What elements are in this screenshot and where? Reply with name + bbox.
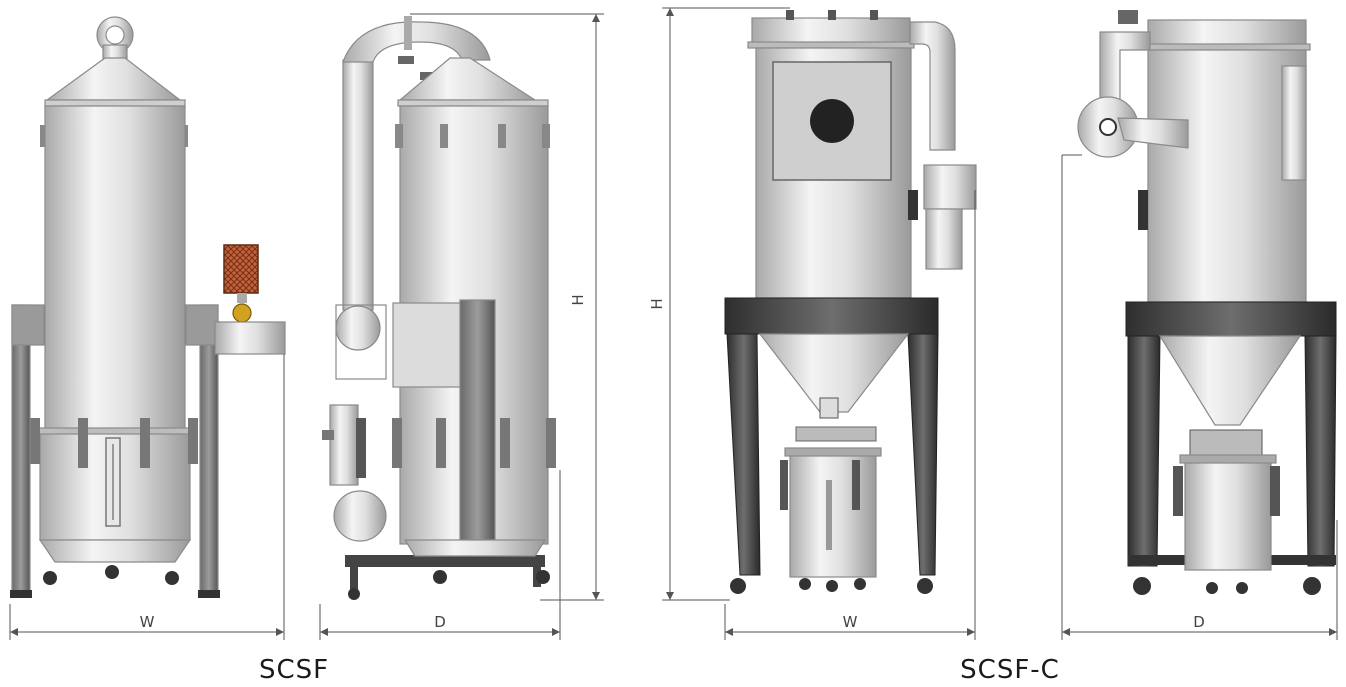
scsf-model-title: SCSF (259, 655, 329, 685)
scsf-c-depth-dimension: D (1061, 154, 1338, 640)
scsf-c-height-label: H (648, 298, 666, 309)
scsf-height-dimension: H (410, 13, 604, 601)
scsf-depth-dimension: D (319, 470, 561, 640)
scsf-c-model-title: SCSF-C (960, 655, 1060, 685)
scsf-c-height-dimension: H (648, 7, 790, 601)
scsf-c-side-view (1077, 10, 1337, 595)
scsf-height-label: H (569, 294, 587, 305)
scsf-c-depth-label: D (1193, 613, 1205, 631)
scsf-c-front-view (724, 10, 977, 594)
scsf-width-dimension: W (9, 354, 285, 640)
scsf-depth-label: D (434, 613, 446, 631)
scsf-c-width-dimension: W (724, 190, 976, 640)
scsf-side-view (322, 16, 556, 600)
scsf-width-label: W (140, 613, 155, 631)
scsf-front-view (10, 16, 286, 598)
scsf-c-width-label: W (843, 613, 858, 631)
